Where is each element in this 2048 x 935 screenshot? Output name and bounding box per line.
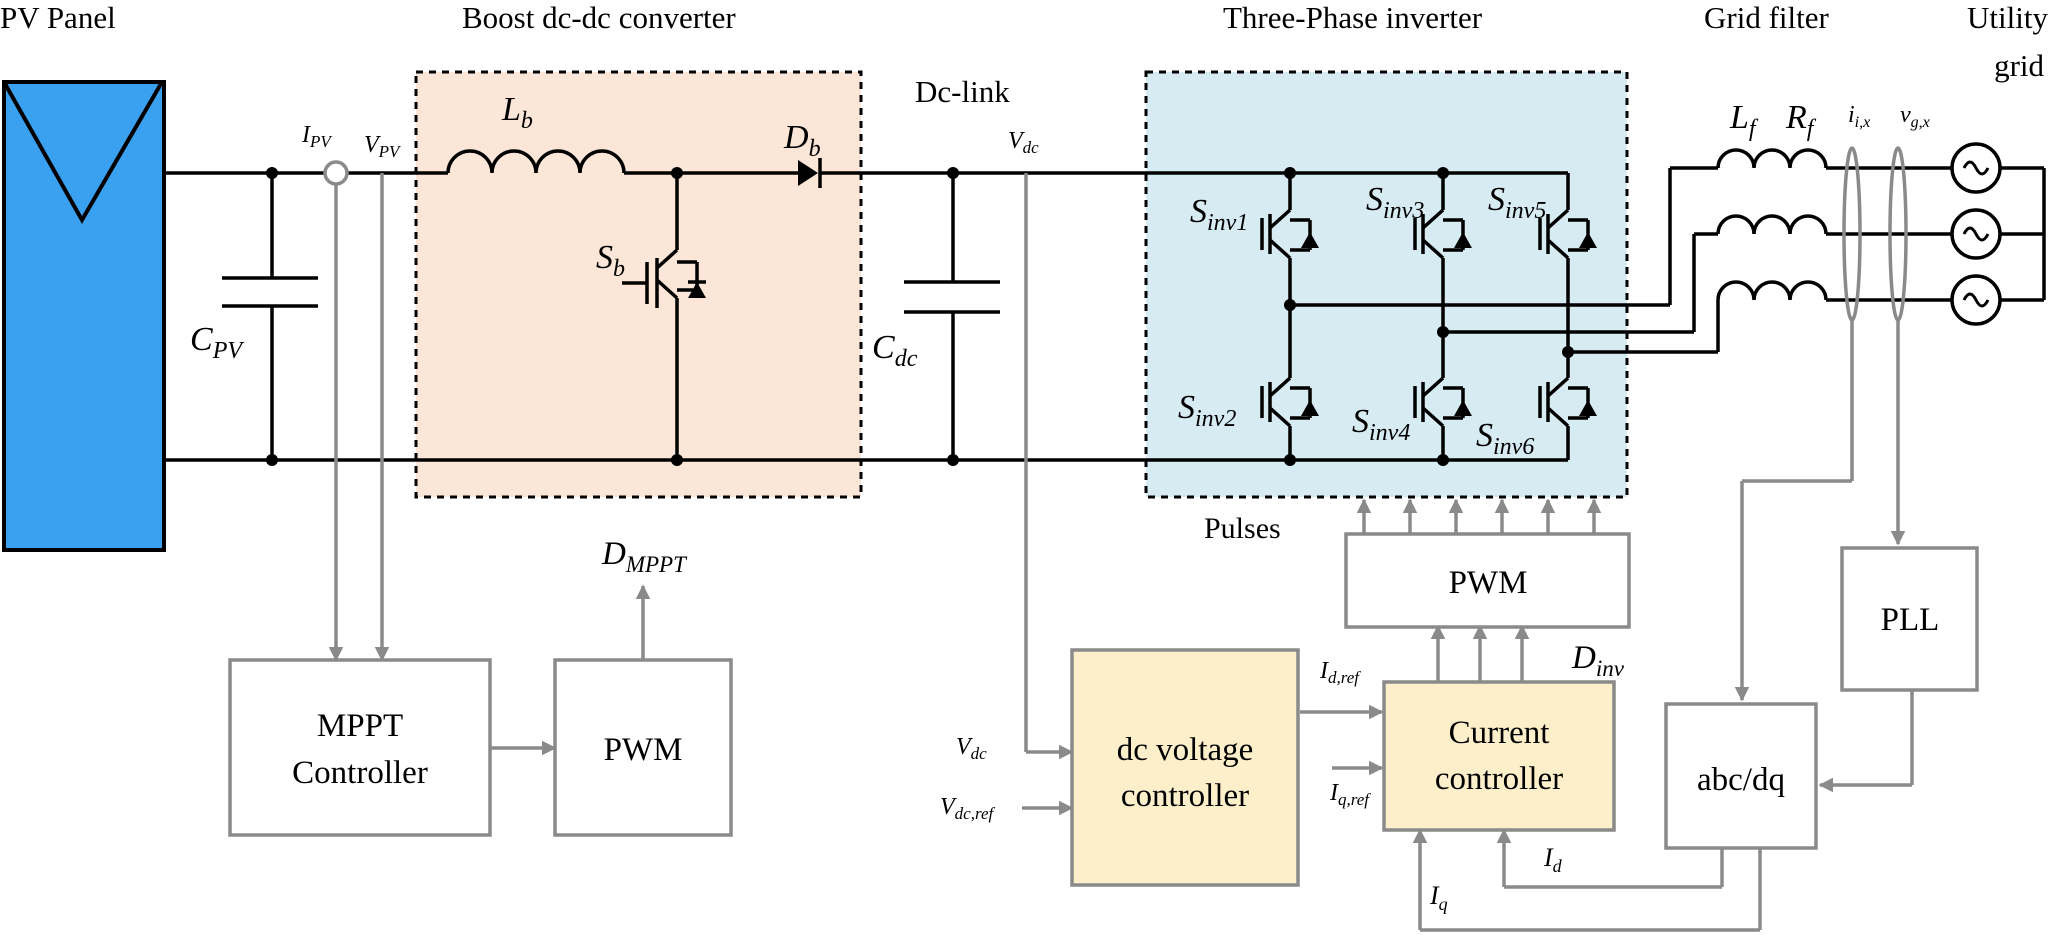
dc-voltage-controller-block xyxy=(1070,648,1300,887)
pv-panel-title: PV Panel xyxy=(0,0,116,35)
dc-voltage-label-line2: controller xyxy=(1121,778,1249,814)
utility-grid-title-line1: Utility xyxy=(1967,0,2048,35)
cdc-label: Cdc xyxy=(872,329,918,372)
dinv-label: Dinv xyxy=(1571,640,1625,681)
inverter-switches xyxy=(1260,214,1597,422)
pulses-label: Pulses xyxy=(1204,512,1281,545)
sinv5-label: Sinv5 xyxy=(1488,181,1546,224)
iqref-label: Iq,ref xyxy=(1329,780,1371,809)
utility-grid-title-line2: grid xyxy=(1994,48,2044,83)
cpv-label: CPV xyxy=(190,321,244,364)
mppt-label-line1: MPPT xyxy=(317,708,403,744)
pwm-left-label: PWM xyxy=(604,732,683,768)
lf-label: Lf xyxy=(1729,99,1759,142)
rf-label: Rf xyxy=(1785,99,1817,142)
sinv2-label: Sinv2 xyxy=(1178,389,1236,432)
ac-source-icon xyxy=(1950,142,2002,326)
vdc-ref-label: Vdc,ref xyxy=(940,794,995,823)
vdc-input-label: Vdc xyxy=(956,734,987,763)
power-wiring xyxy=(164,148,2046,462)
sinv3-label: Sinv3 xyxy=(1366,181,1424,224)
iix-label: ii,x xyxy=(1848,102,1870,131)
lb-label: Lb xyxy=(501,91,533,134)
vdc-top-label: Vdc xyxy=(1008,128,1039,157)
sinv1-label: Sinv1 xyxy=(1190,193,1248,236)
sb-label: Sb xyxy=(596,239,625,282)
pll-label: PLL xyxy=(1881,602,1940,638)
control-signal-lines xyxy=(323,146,1914,932)
pwm-right-label: PWM xyxy=(1449,565,1528,601)
db-label: Db xyxy=(783,119,821,162)
sinv6-label: Sinv6 xyxy=(1476,417,1534,460)
dmppt-label: DMPPT xyxy=(601,536,688,577)
inverter-region xyxy=(1144,70,1629,499)
boost-title: Boost dc-dc converter xyxy=(462,0,736,35)
iq-label: Iq xyxy=(1429,881,1448,914)
current-controller-label-line1: Current xyxy=(1449,715,1550,751)
vgx-label: vg,x xyxy=(1900,102,1930,131)
current-controller-block xyxy=(1382,680,1616,832)
ipv-label: IPV xyxy=(301,122,333,151)
current-controller-label-line2: controller xyxy=(1435,761,1563,797)
abc-dq-block xyxy=(1664,702,1818,850)
mppt-label-line2: Controller xyxy=(292,755,428,791)
pv-panel-icon xyxy=(2,80,166,552)
dc-link-title: Dc-link xyxy=(915,74,1010,109)
junction-dots xyxy=(266,167,1574,466)
dc-voltage-label-line1: dc voltage xyxy=(1117,732,1254,768)
mppt-controller-block xyxy=(228,658,492,837)
vpv-label: VPV xyxy=(364,132,402,161)
inverter-title: Three-Phase inverter xyxy=(1223,0,1483,35)
idref-label: Id,ref xyxy=(1319,658,1361,687)
abc-dq-label: abc/dq xyxy=(1697,762,1785,798)
id-label: Id xyxy=(1543,843,1563,876)
sinv4-label: Sinv4 xyxy=(1352,403,1410,446)
pll-block xyxy=(1840,546,1979,692)
pwm-right-block xyxy=(1344,532,1631,629)
pwm-left-block xyxy=(553,658,733,837)
grid-filter-title: Grid filter xyxy=(1704,0,1829,35)
